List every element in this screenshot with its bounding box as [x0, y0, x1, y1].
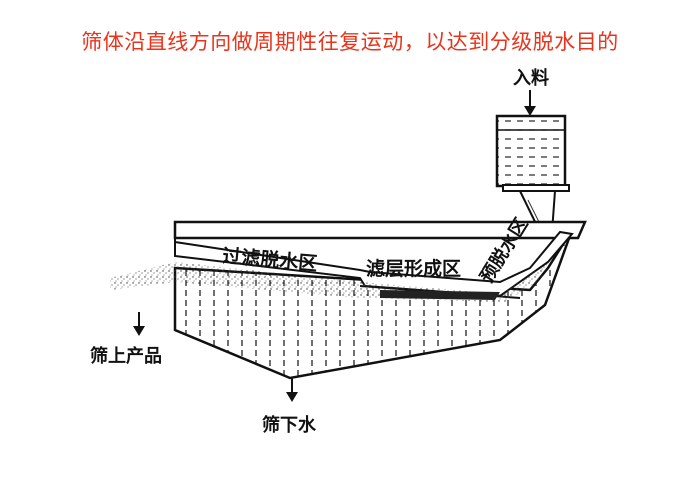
screen-rim	[173, 220, 587, 240]
caption: 筛体沿直线方向做周期性往复运动，以达到分级脱水目的	[81, 30, 619, 54]
feed-arrow	[524, 90, 536, 116]
screen-trough	[173, 229, 574, 380]
material-layer	[110, 262, 548, 302]
oversize-arrow	[133, 312, 145, 336]
feed-hopper	[495, 114, 570, 233]
undersize-arrow	[286, 378, 298, 402]
filter-layer-zone-label: 滤层形成区	[366, 257, 461, 280]
oversize-product-label: 筛上产品	[90, 345, 162, 367]
undersize-water-label: 筛下水	[262, 414, 317, 436]
feed-label: 入料	[513, 67, 549, 89]
